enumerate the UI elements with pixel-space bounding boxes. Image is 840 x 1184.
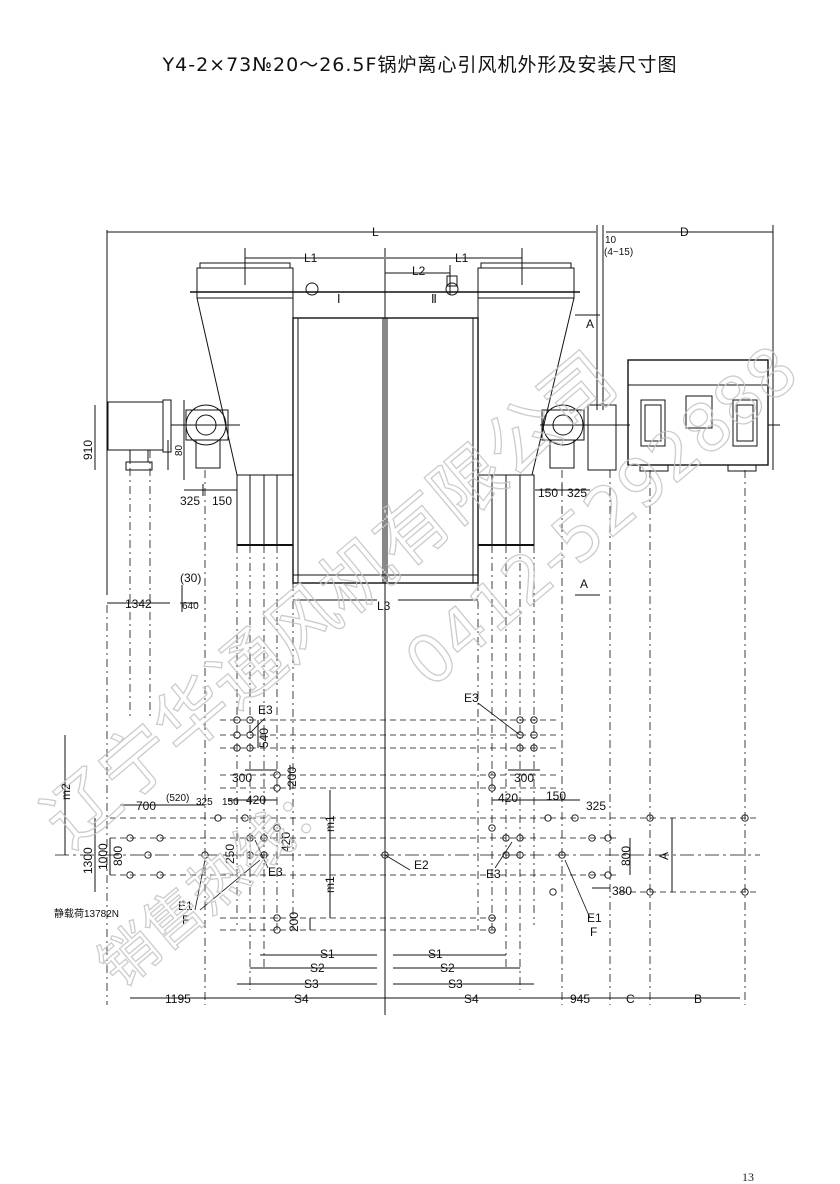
- dim-C: C: [626, 992, 635, 1006]
- dim-325-right-plan: 325: [586, 799, 606, 813]
- side-dim-1342: [107, 585, 198, 612]
- dim-S3-left: S3: [304, 977, 319, 991]
- label-E2: E2: [414, 858, 429, 872]
- dim-S4-left: S4: [294, 992, 309, 1006]
- dim-1342: 1342: [125, 597, 152, 611]
- dim-D: D: [680, 225, 689, 239]
- dim-325-right: 325: [567, 486, 587, 500]
- label-E3-bottom-right: E3: [486, 867, 501, 881]
- label-E1-left: E1: [178, 899, 193, 913]
- dim-S2-left: S2: [310, 961, 325, 975]
- dim-4-15: (4~15): [604, 247, 633, 258]
- dim-150-left-plan: 150: [222, 797, 239, 808]
- leader-lines: [194, 702, 591, 919]
- l1-dimensions: [244, 248, 523, 1015]
- dim-325-left: 325: [180, 494, 200, 508]
- dim-325-left-plan: 325: [196, 797, 213, 808]
- dim-1300: 1300: [81, 847, 95, 874]
- dim-200-top: 200: [285, 767, 299, 787]
- dim-910: 910: [81, 440, 95, 460]
- dim-150-right: 150: [538, 486, 558, 500]
- label-E3-top-right: E3: [464, 691, 479, 705]
- dim-1195: 1195: [165, 992, 191, 1006]
- dim-m2: m2: [59, 783, 73, 800]
- dim-150-left: 150: [212, 494, 232, 508]
- dim-10: 10: [605, 235, 617, 246]
- dim-250: 250: [223, 844, 237, 864]
- dim-1000: 1000: [96, 843, 110, 870]
- dim-700: 700: [136, 799, 156, 813]
- bearing-I-label: Ⅰ: [337, 292, 341, 306]
- dim-420-vertical: 420: [279, 832, 293, 852]
- overall-length-dimension: [106, 225, 774, 595]
- label-F-right: F: [590, 925, 597, 939]
- dim-L1-left: L1: [304, 251, 318, 265]
- drawing-title: Y4-2×73№20～26.5F锅炉离心引风机外形及安装尺寸图: [162, 54, 678, 76]
- label-E1-right: E1: [587, 911, 602, 925]
- foundation-centerlines: [55, 719, 760, 931]
- dim-380: 380: [612, 884, 632, 898]
- left-actuator: [107, 399, 240, 480]
- dim-S1-right: S1: [428, 947, 443, 961]
- dim-520: (520): [166, 793, 189, 804]
- dim-300-left: 300: [232, 771, 252, 785]
- dim-800-right: 800: [619, 846, 633, 866]
- watermark: 辽宁华通风机有限公司 销售热线： 0412-5292888: [26, 330, 813, 1001]
- section-a-marks: [575, 314, 600, 596]
- motor: [627, 359, 780, 472]
- section-A-top: A: [586, 317, 594, 331]
- dim-m1-top: m1: [323, 815, 337, 832]
- dim-S1-left: S1: [320, 947, 335, 961]
- dim-200-bottom: 200: [287, 912, 301, 932]
- dim-L1-right: L1: [455, 251, 469, 265]
- dim-30: (30): [180, 571, 201, 585]
- dim-B: B: [694, 992, 702, 1006]
- dim-L2: L2: [412, 264, 426, 278]
- foundation-dimension-lines: [64, 720, 740, 999]
- dim-300-right: 300: [514, 771, 534, 785]
- label-E3-top-left: E3: [258, 703, 273, 717]
- dim-m1-bottom: m1: [323, 876, 337, 893]
- dim-420-left: 420: [246, 793, 266, 807]
- dim-L: L: [372, 225, 379, 239]
- dim-420-right: 420: [498, 791, 518, 805]
- dim-945: 945: [570, 992, 590, 1006]
- anchor-bolt-holes: [126, 716, 749, 934]
- label-E3-bottom-left: E3: [268, 865, 283, 879]
- bearing-II-label: Ⅱ: [431, 292, 437, 306]
- right-actuator: [540, 404, 630, 471]
- dim-A-plan: A: [657, 852, 671, 860]
- page-number: 13: [742, 1170, 754, 1184]
- static-load-label: 静载荷13782N: [54, 907, 119, 920]
- dim-150-right-plan: 150: [546, 789, 566, 803]
- dim-80: 80: [174, 444, 185, 456]
- left-actuator-dims: [94, 405, 237, 496]
- dim-L3: L3: [377, 599, 391, 613]
- projection-lines: [106, 450, 746, 1005]
- section-A-bottom: A: [580, 577, 588, 591]
- dimension-labels: L D 10 (4~15) L1 L1 L2 Ⅰ Ⅱ A A 910 80 32…: [54, 225, 702, 1006]
- fan-housing: [190, 262, 580, 584]
- dim-640: 640: [182, 601, 199, 612]
- dim-S2-right: S2: [440, 961, 455, 975]
- dim-540: 540: [257, 728, 271, 748]
- dim-800-left: 800: [111, 846, 125, 866]
- dim-S4-right: S4: [464, 992, 479, 1006]
- dim-S3-right: S3: [448, 977, 463, 991]
- label-F-left: F: [182, 913, 189, 927]
